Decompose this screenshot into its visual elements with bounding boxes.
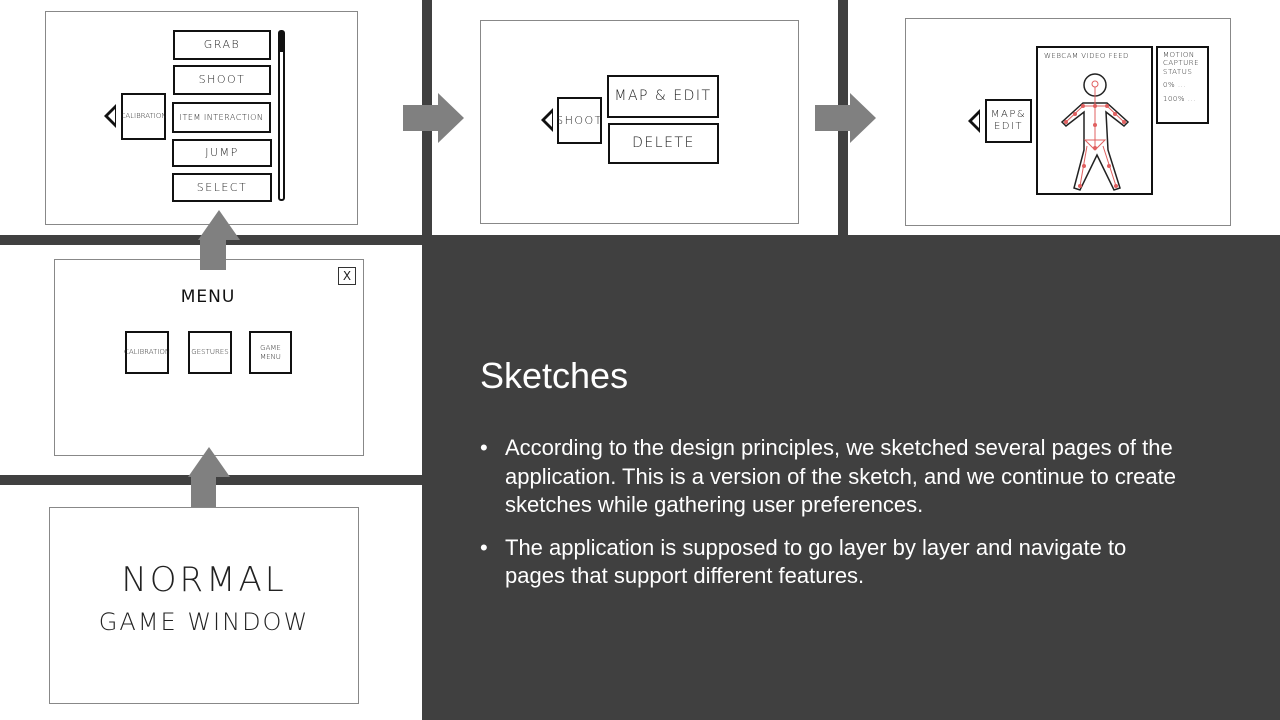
motion-capture-status: MOTION CAPTURE STATUS 0% ... 100% ...: [1156, 46, 1209, 124]
status-line: CAPTURE: [1163, 59, 1200, 68]
map-edit-back-box: MAP& EDIT: [985, 99, 1032, 143]
normal-label: NORMAL: [121, 560, 287, 600]
arrow-right-stem: [815, 105, 851, 131]
gesture-item: SELECT: [172, 173, 272, 202]
label: MENU: [260, 352, 281, 361]
gesture-item: GRAB: [173, 30, 271, 60]
calibration-back-box: CALIBRATION: [120, 93, 167, 140]
gesture-item: ITEM INTERACTION: [172, 102, 271, 133]
status-line: MOTION: [1163, 51, 1195, 59]
menu-calibration: CALIBRATION: [124, 331, 170, 374]
map-edit-item: MAP & EDIT: [607, 75, 719, 118]
status-line: 0% ...: [1163, 81, 1187, 90]
sketch-normal-game-window: [49, 507, 359, 704]
webcam-label: WEBCAM VIDEO FEED: [1044, 52, 1129, 60]
menu-gestures: GESTURES: [188, 331, 232, 374]
arrow-up-stem: [191, 476, 216, 507]
status-line: 100% ...: [1163, 94, 1196, 103]
delete-item: DELETE: [608, 123, 719, 164]
gesture-item: JUMP: [172, 139, 272, 167]
label: GAME: [260, 344, 281, 353]
shoot-back-box: SHOOT: [556, 97, 602, 144]
bullet-list: According to the design principles, we s…: [480, 434, 1180, 605]
status-line: STATUS: [1163, 67, 1193, 76]
gesture-item: SHOOT: [173, 65, 271, 95]
webcam-feed-box: WEBCAM VIDEO FEED: [1036, 46, 1153, 195]
arrow-right-stem: [403, 105, 439, 131]
menu-title: MENU: [180, 287, 236, 307]
game-window-label: GAME WINDOW: [98, 608, 310, 636]
close-icon: X: [338, 267, 356, 285]
label: EDIT: [993, 121, 1024, 132]
scrollbar: [278, 30, 285, 201]
menu-game-menu: GAME MENU: [249, 331, 292, 374]
bullet-item: The application is supposed to go layer …: [480, 534, 1180, 591]
label: MAP&: [990, 109, 1027, 120]
sketch-shoot: [480, 20, 799, 224]
slide-title: Sketches: [480, 355, 629, 396]
bullet-item: According to the design principles, we s…: [480, 434, 1180, 520]
stick-figure-icon: [1060, 73, 1130, 191]
arrow-up-stem: [200, 239, 226, 270]
